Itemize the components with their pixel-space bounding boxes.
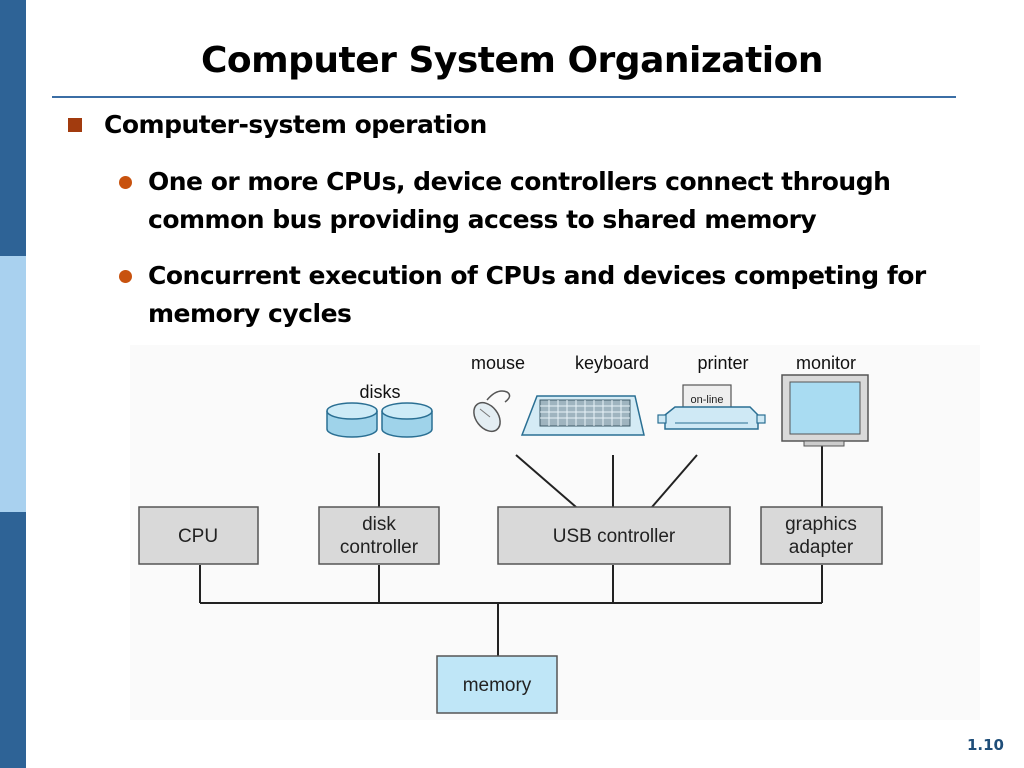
- subbullet-text-2: Concurrent execution of CPUs and devices…: [148, 261, 926, 328]
- disk-icon: [326, 402, 378, 438]
- monitor-icon: [781, 374, 869, 447]
- graphics-adapter-box: [760, 506, 883, 565]
- bus-lines: [199, 445, 823, 656]
- system-diagram: disks mouse keyboard printer monitor: [130, 345, 980, 720]
- mouse-icon: [473, 390, 511, 433]
- cpu-label: CPU: [178, 526, 218, 547]
- slide-sidebar-accent: [0, 256, 26, 512]
- slide-title: Computer System Organization: [200, 40, 824, 81]
- subbullet-text-1: One or more CPUs, device controllers con…: [148, 167, 891, 234]
- disk-controller-label-line2: controller: [340, 537, 419, 558]
- disk-controller-box: [318, 506, 440, 565]
- memory-box: [436, 655, 558, 714]
- usb-controller-label: USB controller: [553, 526, 676, 547]
- monitor-label: monitor: [796, 353, 856, 373]
- keyboard-label: keyboard: [575, 353, 649, 373]
- usb-controller-box: [497, 506, 731, 565]
- title-rule: [52, 96, 956, 98]
- dot-bullet-icon: [119, 176, 132, 189]
- disk-controller-label-line1: disk: [362, 514, 396, 535]
- slide-number: 1.10: [966, 736, 1004, 754]
- mouse-label: mouse: [471, 353, 525, 373]
- memory-label: memory: [463, 675, 532, 696]
- graphics-adapter-label-line2: adapter: [789, 537, 854, 558]
- printer-status-label: on-line: [690, 394, 723, 406]
- disk-icon: [381, 402, 433, 438]
- bullet-text: Computer-system operation: [104, 110, 487, 139]
- dot-bullet-icon: [119, 270, 132, 283]
- disks-label: disks: [359, 382, 400, 402]
- cpu-box: [138, 506, 259, 565]
- square-bullet-icon: [68, 118, 82, 132]
- keyboard-icon: [520, 395, 645, 436]
- printer-label: printer: [697, 353, 748, 373]
- graphics-adapter-label-line1: graphics: [785, 514, 857, 535]
- printer-icon: on-line: [657, 384, 766, 430]
